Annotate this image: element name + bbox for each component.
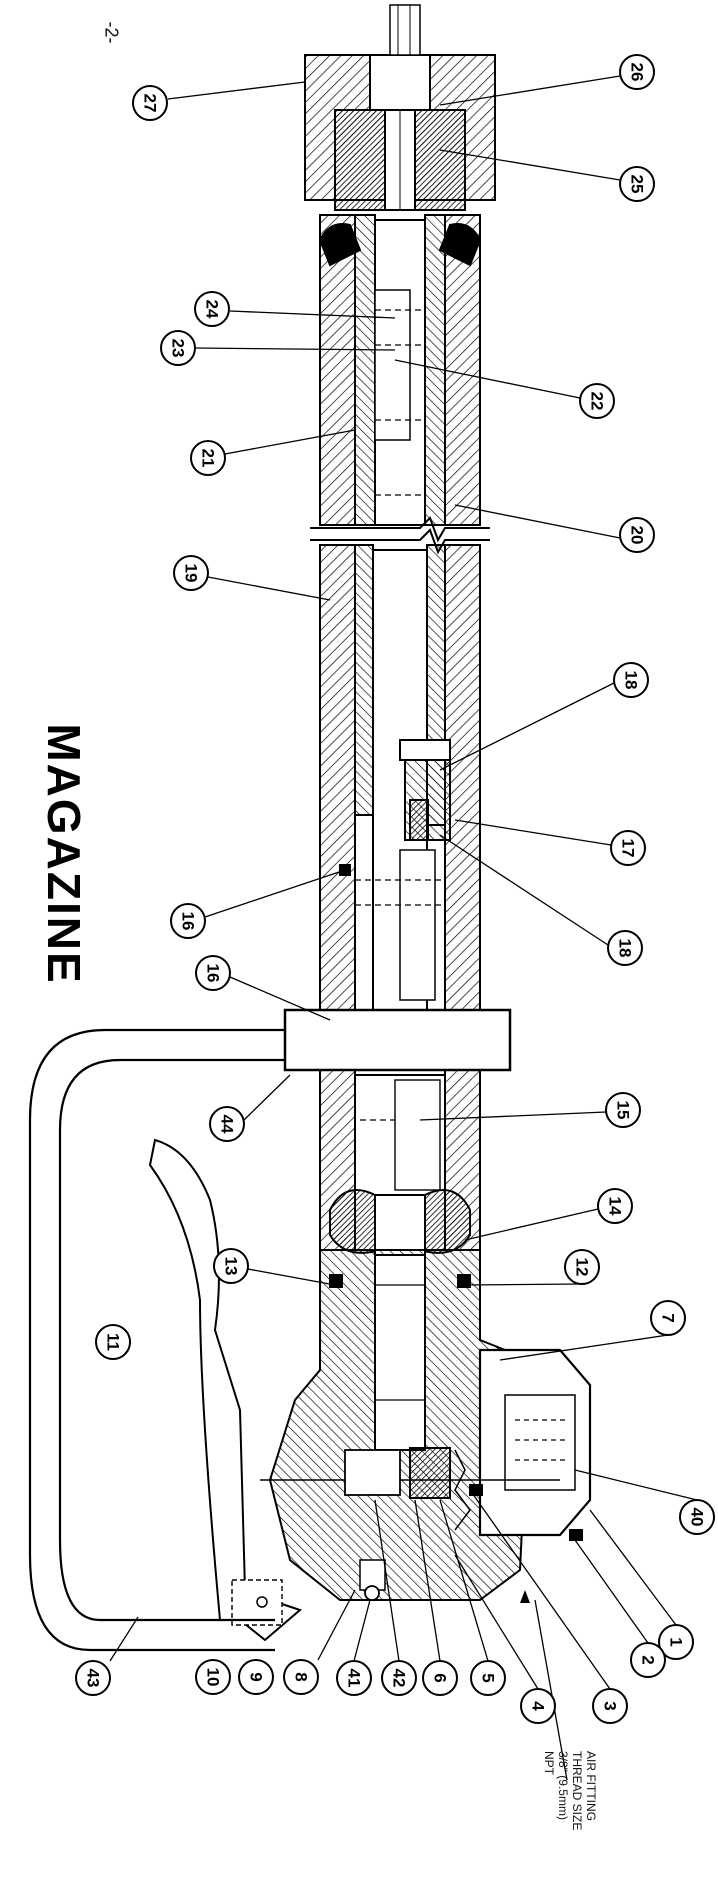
callout-40-number: 40: [688, 1508, 707, 1527]
callout-17: 16: [170, 903, 206, 939]
callout-5: 5: [470, 1660, 506, 1696]
callout-41: 41: [336, 1660, 372, 1696]
callout-9-number: 9: [247, 1672, 266, 1681]
callout-11: 11: [95, 1324, 131, 1360]
callout-23-number: 22: [588, 392, 607, 411]
callout-25-number: 23: [169, 339, 188, 358]
callout-26: 24: [194, 291, 230, 327]
callout-40: 40: [679, 1499, 715, 1535]
callout-16-number: 16: [204, 964, 223, 983]
callout-3: 3: [592, 1688, 628, 1724]
callout-44: 44: [209, 1106, 245, 1142]
page-number: -2-: [101, 21, 122, 44]
callout-4: 4: [520, 1688, 556, 1724]
air-fitting-note-line-3: 3/8" (9.5mm): [556, 1751, 570, 1820]
callout-1-number: 1: [667, 1637, 686, 1646]
callout-15-number: 15: [614, 1101, 633, 1120]
callout-21: 19: [173, 555, 209, 591]
callout-2-number: 2: [639, 1655, 658, 1664]
callout-5-number: 5: [479, 1673, 498, 1682]
callout-14-number: 14: [606, 1197, 625, 1216]
callout-11-number: 11: [104, 1333, 123, 1351]
callout-28: 26: [619, 54, 655, 90]
callout-6: 6: [422, 1660, 458, 1696]
callout-41-number: 41: [345, 1669, 364, 1688]
callout-20-number: 18: [622, 671, 641, 690]
callout-10: 10: [195, 1659, 231, 1695]
callout-12: 12: [564, 1249, 600, 1285]
callout-14: 14: [597, 1188, 633, 1224]
callout-2: 2: [630, 1642, 666, 1678]
callout-43: 43: [75, 1660, 111, 1696]
callout-8: 8: [283, 1659, 319, 1695]
callout-13-number: 13: [222, 1257, 241, 1276]
callout-29: 27: [132, 85, 168, 121]
callout-6-number: 6: [431, 1673, 450, 1682]
callout-23: 22: [579, 383, 615, 419]
callout-7-number: 7: [659, 1313, 678, 1322]
callout-24: 21: [190, 440, 226, 476]
callout-27-number: 25: [628, 175, 647, 194]
callout-43-number: 43: [84, 1669, 103, 1688]
callout-20: 18: [613, 662, 649, 698]
air-fitting-note-line-1: AIR FITTING: [584, 1751, 598, 1821]
air-fitting-note: AIR FITTING THREAD SIZE 3/8" (9.5mm) NPT: [542, 1751, 598, 1881]
callout-8-number: 8: [292, 1672, 311, 1681]
callout-27: 25: [619, 166, 655, 202]
callout-3-number: 3: [601, 1701, 620, 1710]
air-fitting-note-line-4: NPT: [542, 1751, 556, 1775]
callout-29-number: 27: [141, 94, 160, 113]
callout-19: 17: [610, 830, 646, 866]
callout-22-number: 20: [628, 526, 647, 545]
callout-16: 16: [195, 955, 231, 991]
callout-42: 42: [381, 1660, 417, 1696]
callout-22: 20: [619, 517, 655, 553]
callout-28-number: 26: [628, 63, 647, 82]
callout-4-number: 4: [529, 1701, 548, 1711]
callout-7: 7: [650, 1300, 686, 1336]
callout-15: 15: [605, 1092, 641, 1128]
air-arrow-head: [520, 1590, 530, 1603]
callout-13: 13: [213, 1248, 249, 1284]
callout-19-number: 17: [619, 839, 638, 858]
callout-42-number: 42: [390, 1669, 409, 1688]
shaft-assembly: [28, 4, 592, 1652]
callout-17-number: 16: [179, 912, 198, 931]
callout-44-number: 44: [218, 1115, 237, 1134]
air-fitting-note-line-2: THREAD SIZE: [570, 1751, 584, 1831]
leader-lines: [109, 75, 698, 1781]
callout-9: 9: [238, 1659, 274, 1695]
callout-24-number: 21: [199, 449, 218, 468]
callouts: 27 26 25 24 23 22 21 20 19 18 17 16 18 1…: [75, 54, 715, 1724]
callout-26-number: 24: [203, 300, 222, 319]
callout-12-number: 12: [573, 1258, 592, 1277]
section-title: MAGAZINE: [38, 723, 90, 985]
callout-1: 1: [658, 1624, 694, 1660]
callout-18-number: 18: [616, 939, 635, 958]
callout-10-number: 10: [204, 1668, 223, 1687]
callout-18: 18: [607, 930, 643, 966]
callout-25: 23: [160, 330, 196, 366]
callout-21-number: 19: [182, 564, 201, 583]
